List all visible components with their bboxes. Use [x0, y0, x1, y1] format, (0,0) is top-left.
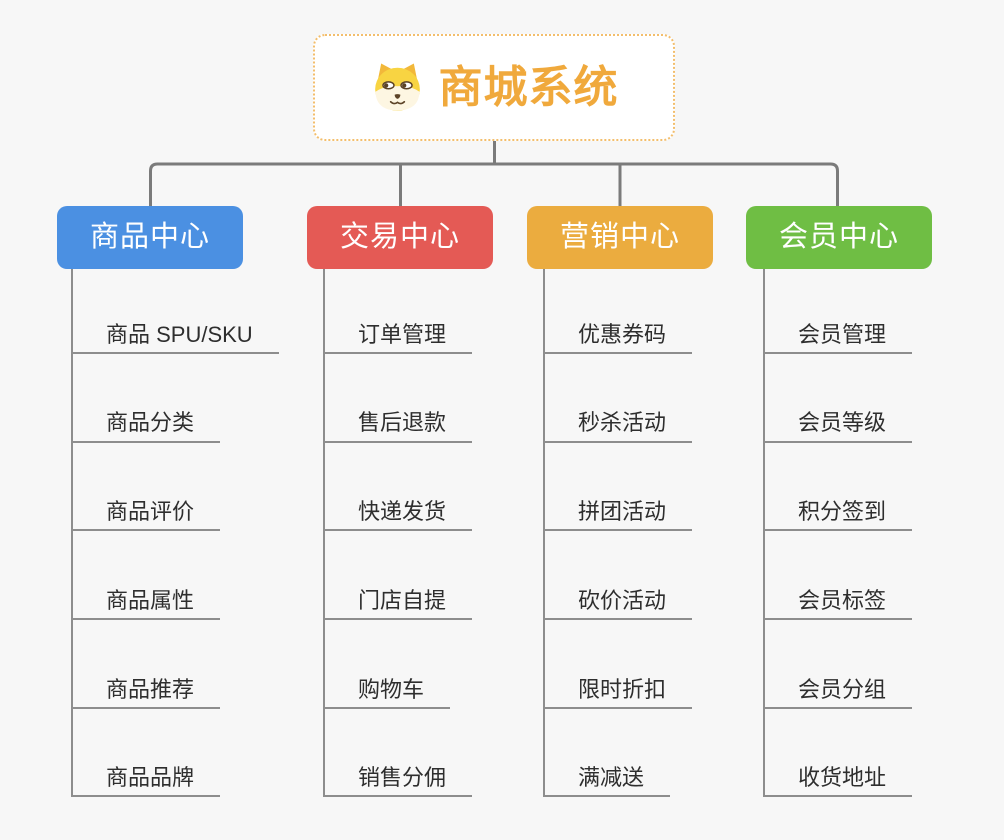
branch-label: 会员中心 [778, 221, 899, 253]
leaf-node[interactable]: 销售分佣 [325, 709, 473, 798]
leaf-node[interactable]: 秒杀活动 [545, 354, 693, 443]
leaf-node[interactable]: 满减送 [545, 709, 671, 798]
leaf-label: 砍价活动 [578, 587, 667, 613]
branch-label: 交易中心 [339, 221, 460, 253]
leaf-node[interactable]: 商品评价 [73, 443, 221, 532]
leaf-label: 商品推荐 [106, 676, 195, 702]
leaf-label: 快递发货 [358, 499, 447, 525]
dog-face-icon [374, 63, 420, 111]
leaf-label: 商品属性 [106, 587, 195, 613]
leaf-node[interactable]: 会员管理 [765, 265, 913, 354]
leaf-label: 收货地址 [798, 765, 887, 791]
leaf-label: 门店自提 [358, 587, 447, 613]
leaf-label: 秒杀活动 [578, 410, 667, 436]
leaf-node[interactable]: 商品推荐 [73, 620, 221, 709]
branch-node-3[interactable]: 营销中心 [527, 206, 713, 269]
leaf-label: 限时折扣 [578, 676, 667, 702]
leaf-node[interactable]: 售后退款 [325, 354, 473, 443]
leaf-node[interactable]: 快递发货 [325, 443, 473, 532]
branch-label: 营销中心 [559, 221, 680, 253]
leaf-label: 商品 SPU/SKU [106, 321, 253, 347]
leaf-label: 售后退款 [358, 410, 447, 436]
branch-node-1[interactable]: 商品中心 [57, 206, 243, 269]
leaf-label: 会员标签 [798, 587, 887, 613]
leaf-node[interactable]: 门店自提 [325, 531, 473, 621]
connector-bus [149, 162, 839, 206]
leaf-node[interactable]: 商品分类 [73, 354, 221, 443]
leaf-label: 满减送 [578, 765, 645, 791]
leaf-label: 会员管理 [798, 321, 887, 347]
leaf-node[interactable]: 会员等级 [765, 354, 913, 443]
leaf-node[interactable]: 商品属性 [73, 531, 221, 621]
leaf-label: 积分签到 [798, 499, 887, 525]
leaf-label: 购物车 [358, 676, 425, 702]
leaf-node[interactable]: 订单管理 [325, 265, 473, 354]
leaf-node[interactable]: 会员标签 [765, 531, 913, 621]
leaf-node[interactable]: 拼团活动 [545, 443, 693, 532]
leaf-label: 商品品牌 [106, 765, 195, 791]
leaf-node[interactable]: 砍价活动 [545, 531, 693, 621]
leaf-label: 商品评价 [106, 499, 195, 525]
branch-children-column-4: 会员管理会员等级积分签到会员标签会员分组收货地址 [763, 265, 913, 798]
leaf-label: 销售分佣 [358, 765, 447, 791]
leaf-label: 会员分组 [798, 676, 887, 702]
branch-children-column-1: 商品 SPU/SKU 商品分类商品评价商品属性商品推荐商品品牌 [71, 265, 279, 798]
branch-node-4[interactable]: 会员中心 [746, 206, 932, 269]
leaf-node[interactable]: 积分签到 [765, 443, 913, 532]
leaf-label: 拼团活动 [578, 499, 667, 525]
leaf-node[interactable]: 优惠券码 [545, 265, 693, 354]
leaf-label: 会员等级 [798, 410, 887, 436]
leaf-label: 订单管理 [358, 321, 447, 347]
branch-children-column-2: 订单管理售后退款快递发货门店自提购物车销售分佣 [323, 265, 473, 798]
branch-label: 商品中心 [89, 221, 210, 253]
root-title: 商城系统 [438, 62, 619, 112]
leaf-node[interactable]: 商品品牌 [73, 709, 221, 798]
leaf-node[interactable]: 收货地址 [765, 709, 913, 798]
leaf-node[interactable]: 限时折扣 [545, 620, 693, 709]
leaf-label: 商品分类 [106, 410, 195, 436]
leaf-node[interactable]: 购物车 [325, 620, 451, 709]
branch-node-2[interactable]: 交易中心 [307, 206, 493, 269]
branch-children-column-3: 优惠券码秒杀活动拼团活动砍价活动限时折扣满减送 [543, 265, 693, 798]
leaf-node[interactable]: 商品 SPU/SKU [73, 265, 279, 354]
leaf-label: 优惠券码 [578, 321, 667, 347]
leaf-node[interactable]: 会员分组 [765, 620, 913, 709]
root-node[interactable]: 商城系统 [313, 34, 675, 141]
